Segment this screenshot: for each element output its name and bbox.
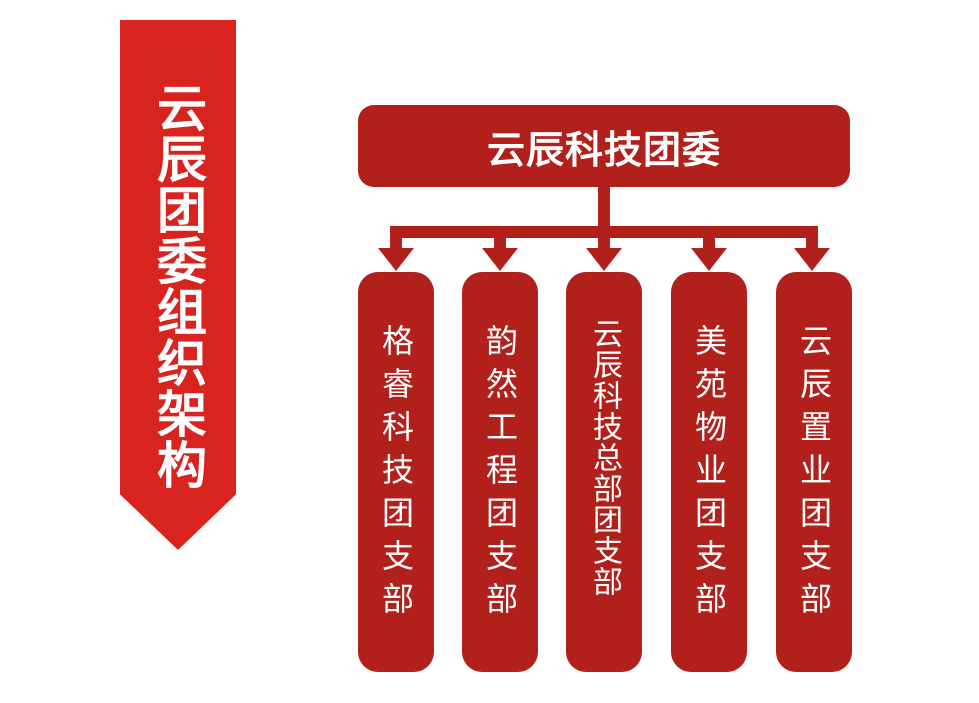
drop-line-2	[494, 226, 506, 252]
branch-node-1: 格睿科技团支部	[358, 272, 434, 672]
trunk-line	[598, 187, 610, 231]
root-label: 云辰科技团委	[486, 127, 721, 172]
arrowhead-4	[691, 248, 727, 271]
branch-label: 格睿科技团支部	[377, 324, 415, 625]
drop-line-1	[390, 226, 402, 252]
title-banner: 云辰团委组织架构	[120, 20, 236, 550]
branch-node-4: 美苑物业团支部	[671, 272, 747, 672]
arrowhead-3	[586, 248, 622, 271]
branch-label: 美苑物业团支部	[690, 324, 728, 625]
branch-node-5: 云辰置业团支部	[776, 272, 852, 672]
drop-line-4	[703, 226, 715, 252]
root-node: 云辰科技团委	[358, 105, 850, 187]
drop-line-5	[806, 226, 818, 252]
branch-label: 云辰置业团支部	[795, 324, 833, 625]
arrowhead-2	[482, 248, 518, 271]
drop-line-3	[598, 226, 610, 252]
branch-node-3: 云辰科技总部团支部	[566, 272, 642, 672]
banner-title: 云辰团委组织架构	[149, 82, 207, 490]
arrowhead-1	[378, 248, 414, 271]
branch-label: 韵然工程团支部	[481, 324, 519, 625]
arrowhead-5	[794, 248, 830, 271]
horizontal-bus	[390, 226, 818, 238]
branch-label: 云辰科技总部团支部	[587, 318, 622, 597]
branch-node-2: 韵然工程团支部	[462, 272, 538, 672]
